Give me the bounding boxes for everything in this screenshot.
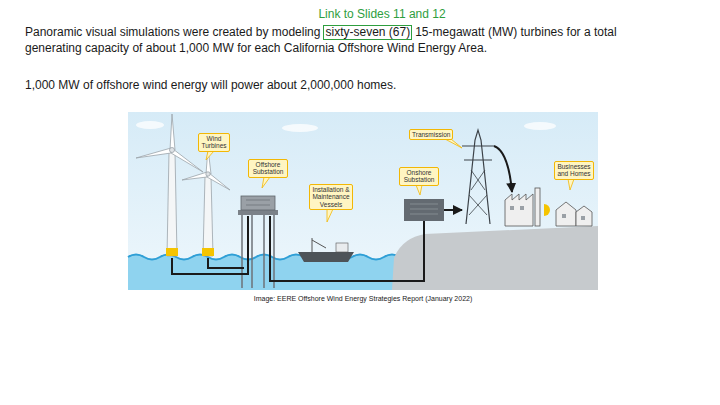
chimney [535, 188, 540, 226]
array-cable [172, 216, 248, 274]
hub [206, 172, 210, 176]
callout-tail [262, 177, 270, 188]
callout-box: Businesses and Homes [554, 161, 594, 180]
topside [241, 196, 275, 210]
node-text: Wind Turbines [201, 135, 227, 150]
callout-box: Offshore Substation [248, 159, 288, 178]
cloud [136, 121, 164, 129]
power-line [494, 146, 512, 192]
cloud [282, 124, 318, 132]
callout-tail [416, 185, 422, 195]
node-text: Offshore Substation [251, 161, 285, 176]
callout-box: Transmission [409, 129, 453, 140]
tower [167, 152, 177, 256]
sky-panel [128, 112, 598, 290]
callout-tail [327, 209, 333, 222]
factory [505, 194, 533, 226]
node-text: Businesses and Homes [557, 163, 591, 178]
node-text: Transmission [412, 131, 450, 138]
node-text: Installation & Maintenance Vessels [312, 186, 350, 208]
blade [207, 173, 230, 190]
clouds [136, 121, 556, 132]
blade [170, 114, 175, 150]
windows [510, 206, 585, 220]
highlight-box: sixty-seven (67) [323, 25, 412, 40]
wind-turbine [182, 148, 230, 256]
substation-detail [410, 204, 438, 214]
array-cable [208, 258, 244, 268]
foundation [166, 248, 178, 256]
vessel [298, 238, 354, 262]
cables [172, 146, 512, 281]
grid-link [444, 209, 462, 211]
body-text: 1,000 MW of offshore wind energy will po… [25, 77, 685, 93]
bracing [469, 170, 487, 215]
callout-tail [568, 179, 574, 190]
substation-building [404, 199, 444, 221]
deck [238, 210, 278, 215]
crane [312, 238, 326, 252]
blade [136, 148, 171, 158]
callout-tail [445, 139, 462, 148]
cabin [336, 243, 348, 252]
foundation [202, 248, 214, 256]
topside-detail [246, 200, 270, 205]
blade [182, 172, 207, 180]
callout-box: Onshore Substation [399, 167, 439, 186]
businesses-and-homes [505, 188, 592, 226]
power-symbol [544, 204, 550, 216]
cross-arms [462, 146, 494, 160]
image-caption: Image: EERE Offshore Wind Energy Strateg… [128, 294, 598, 304]
wind-turbine [136, 114, 203, 256]
export-cable [270, 216, 424, 281]
tower [203, 176, 213, 256]
hub [170, 148, 175, 153]
body-text: Panoramic visual simulations were create… [25, 25, 320, 39]
hull [298, 252, 354, 262]
cloud [524, 122, 556, 130]
callout-tail [206, 151, 214, 160]
node-text: Onshore Substation [402, 169, 436, 184]
node-text: sixty-seven (67) [325, 26, 410, 39]
callout-tails [206, 139, 574, 222]
link-note: Link to Slides 11 and 12 [300, 6, 464, 22]
tower-frame [466, 130, 490, 224]
onshore-substation [404, 199, 444, 221]
transmission-tower [462, 130, 494, 224]
blade [171, 149, 203, 172]
paragraph: Panoramic visual simulations were create… [25, 24, 675, 56]
callout-box: Installation & Maintenance Vessels [309, 184, 353, 210]
callout-box: Wind Turbines [198, 133, 230, 152]
